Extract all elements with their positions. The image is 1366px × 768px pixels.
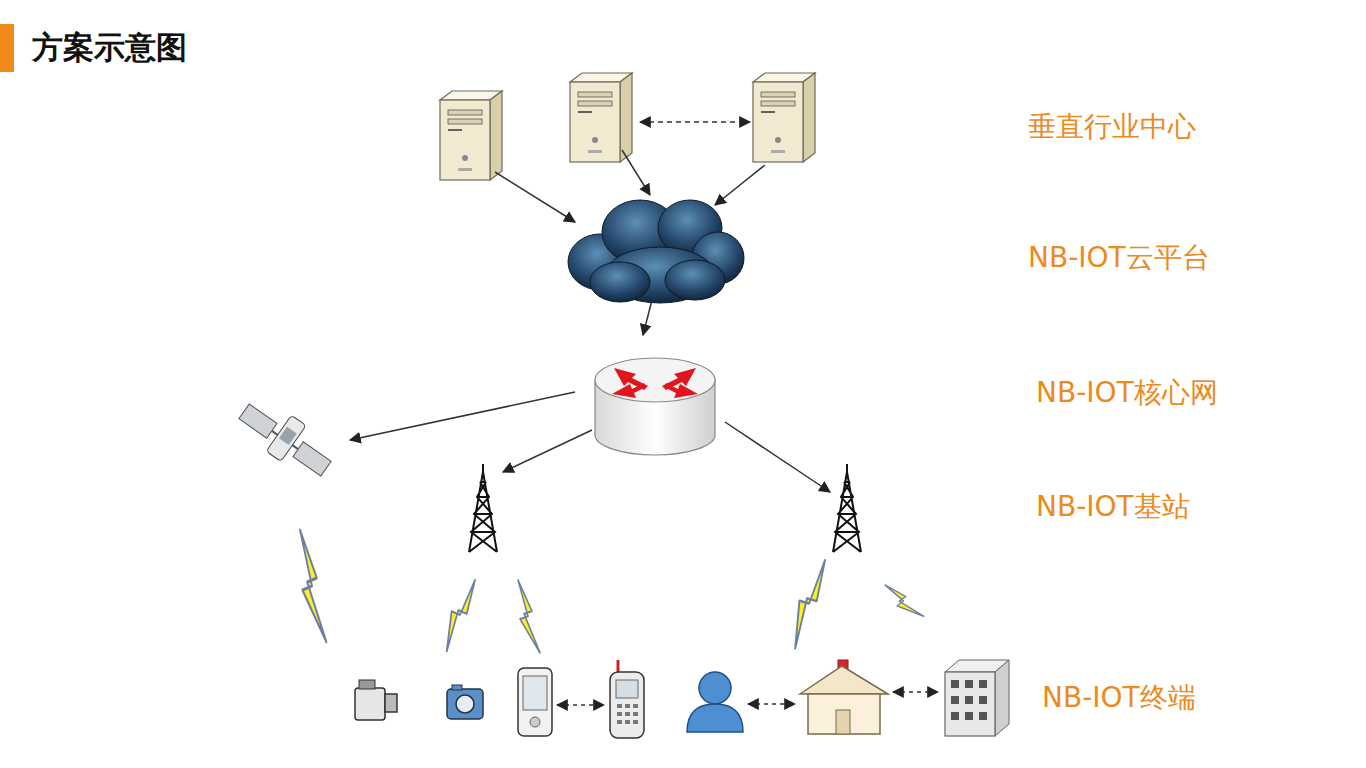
lightning-bolts: [774, 560, 847, 649]
user-icon: [699, 672, 731, 704]
camera-icon: [447, 689, 483, 719]
house-icon: [800, 660, 888, 734]
user-icon: [687, 672, 743, 732]
server-icons: [440, 73, 815, 180]
cloud-icon: [568, 200, 744, 303]
arrows: [622, 150, 650, 195]
dashed-link: [640, 121, 750, 123]
cloud-icon: [665, 260, 725, 300]
server-icons: [440, 91, 502, 180]
phone-icon: [625, 712, 630, 716]
pda-icon: [530, 717, 540, 727]
satellite-icon: [239, 404, 277, 438]
phone-icon: [625, 720, 630, 724]
house-icon: [836, 710, 850, 734]
layer-label: NB-IOT云平台: [1028, 239, 1210, 277]
lightning-bolts: [300, 530, 924, 653]
arrows: [725, 422, 830, 492]
phone-icon: [633, 720, 638, 724]
phone-icon: [616, 680, 638, 698]
dashed-link: [748, 703, 795, 705]
phone-icon: [617, 704, 622, 708]
phone-icon: [617, 704, 638, 724]
tower-icons: [469, 464, 497, 552]
cloud-icon: [590, 262, 650, 302]
camera-icon: [456, 695, 474, 713]
router-icon: [664, 383, 698, 398]
arrows: [350, 150, 830, 492]
dashed-link: [557, 704, 604, 706]
house-icon: [800, 666, 888, 694]
router-icon: [595, 358, 715, 455]
building-icon: [965, 696, 973, 704]
building-icon: [951, 680, 959, 688]
satellite-icon: [279, 427, 297, 445]
building-icon: [951, 696, 959, 704]
satellite-icon: [233, 392, 340, 485]
building-icon: [979, 712, 987, 720]
building-icon: [979, 696, 987, 704]
building-icon: [965, 712, 973, 720]
lightning-bolts: [885, 576, 924, 626]
arrows: [503, 430, 592, 472]
title-bar: [0, 24, 14, 72]
server-icons: [570, 73, 632, 162]
building-icon: [965, 680, 973, 688]
building-icon: [951, 680, 987, 720]
slide-title: 方案示意图: [32, 27, 187, 69]
phone-icon: [625, 704, 630, 708]
phone-icon: [610, 660, 644, 738]
camera-icon: [447, 685, 483, 719]
camcorder-icon: [355, 680, 397, 720]
lightning-bolts: [428, 580, 493, 651]
building-icon: [979, 680, 987, 688]
arrows: [643, 300, 652, 335]
phone-icon: [633, 712, 638, 716]
lightning-bolts: [300, 530, 326, 642]
dashed-link: [893, 691, 938, 693]
layer-label: NB-IOT终端: [1042, 679, 1196, 717]
server-icons: [753, 73, 815, 162]
tower-icons: [469, 464, 861, 552]
pda-icon: [523, 676, 547, 710]
router-icon: [612, 368, 698, 398]
arrows: [715, 165, 765, 205]
building-icon: [995, 660, 1009, 736]
user-icon: [687, 704, 743, 732]
satellite-icon: [293, 442, 331, 476]
satellite-icon: [266, 415, 306, 461]
camcorder-icon: [355, 688, 385, 720]
pda-icon: [518, 668, 552, 736]
router-icon: [595, 358, 715, 402]
camcorder-icon: [385, 694, 397, 712]
phone-icon: [617, 712, 622, 716]
phone-icon: [617, 720, 622, 724]
phone-icon: [610, 672, 644, 738]
router-icon: [612, 383, 646, 398]
arrows: [350, 392, 575, 440]
tower-icons: [833, 464, 861, 552]
camera-icon: [452, 685, 462, 690]
arrows: [495, 172, 575, 222]
camcorder-icon: [359, 680, 375, 689]
building-icon: [945, 660, 1009, 736]
layer-label: 垂直行业中心: [1028, 108, 1196, 146]
building-icon: [945, 672, 995, 736]
layer-label: NB-IOT核心网: [1036, 374, 1218, 412]
house-icon: [808, 694, 880, 734]
phone-icon: [633, 704, 638, 708]
layer-label: NB-IOT基站: [1036, 488, 1190, 526]
pda-icon: [518, 668, 552, 736]
lightning-bolts: [518, 580, 540, 653]
building-icon: [951, 712, 959, 720]
